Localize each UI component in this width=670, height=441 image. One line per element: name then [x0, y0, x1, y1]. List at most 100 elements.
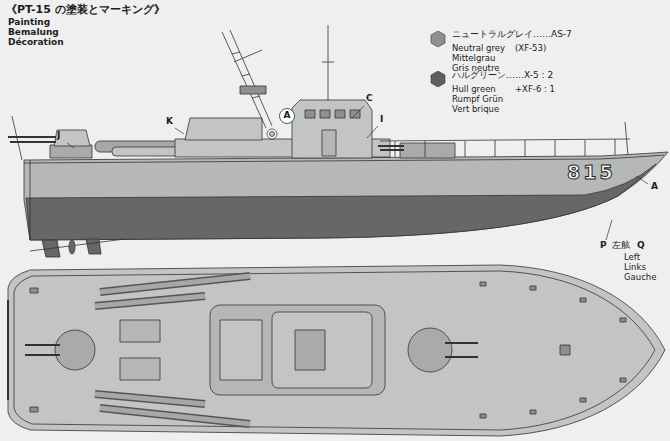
life-ring — [270, 132, 275, 137]
torpedo-tube — [95, 296, 205, 306]
swatch-hexagon — [431, 31, 445, 47]
gun-shield — [54, 130, 90, 146]
legend-text: ハルグリーン……X-5 : 2 — [452, 71, 553, 81]
hull-side — [24, 152, 668, 240]
color-name: Vert brique — [452, 105, 499, 114]
deck-fitting — [480, 282, 486, 286]
rail-post — [615, 139, 616, 155]
side-label: 左舷 — [612, 241, 630, 251]
color-name: Mittelgrau — [452, 54, 495, 63]
rail-post — [465, 141, 466, 157]
torpedo-tube — [95, 296, 205, 306]
leader-line — [67, 143, 74, 148]
torpedo-tube — [95, 394, 205, 404]
color-code: +XF-6 : 1 — [515, 85, 555, 94]
side-view — [8, 25, 668, 257]
deck-fitting — [580, 298, 586, 302]
charthouse — [185, 118, 262, 140]
gun-barrel — [380, 149, 404, 151]
gun-barrel — [8, 136, 56, 138]
hatch — [120, 320, 160, 342]
rail-post — [395, 141, 396, 157]
cabin — [210, 305, 385, 395]
deck-fitting — [620, 318, 626, 322]
torpedo-tube — [100, 408, 250, 424]
callout-letter: J — [57, 131, 60, 141]
deck-fitting — [30, 407, 38, 412]
gun-mount — [408, 328, 452, 372]
rail-post — [585, 140, 586, 156]
transom — [7, 300, 9, 400]
hull-number: 815 — [567, 162, 616, 183]
leader-line — [352, 106, 364, 118]
callout-letter: A — [651, 182, 658, 192]
leader-line — [367, 126, 378, 138]
subtitle: Painting — [8, 18, 50, 28]
torpedo-tube — [100, 408, 250, 424]
rail-post — [425, 141, 426, 157]
side-label: Links — [624, 263, 646, 272]
legend-text: ニュートラルグレイ……AS-7 — [452, 30, 572, 40]
cabin-part — [272, 312, 372, 388]
door — [322, 130, 336, 156]
gun-mount — [55, 330, 95, 370]
gun-barrel — [378, 145, 404, 147]
deck-outline — [8, 265, 665, 436]
gun-barrel — [25, 354, 60, 356]
deck-fitting — [30, 282, 626, 418]
leader-line — [606, 220, 612, 240]
leader-line — [636, 176, 648, 184]
callout-letter: K — [166, 117, 173, 127]
deck-edge — [14, 271, 655, 430]
torpedo-tube — [95, 276, 250, 424]
deck-fitting — [480, 414, 486, 418]
subtitle: Décoration — [8, 38, 64, 48]
rail-post — [555, 140, 556, 156]
color-code: (XF-53) — [515, 44, 546, 53]
gun-base — [50, 145, 92, 158]
subtitle: Bemalung — [8, 28, 59, 38]
jackstaff — [625, 122, 628, 155]
deck-fitting — [620, 378, 626, 382]
rail-post — [395, 139, 615, 157]
callout-letter: C — [366, 94, 373, 104]
mast — [230, 30, 272, 126]
life-ring — [267, 129, 277, 139]
mast-rung — [242, 74, 250, 76]
hull-lower — [26, 164, 656, 240]
top-view — [8, 265, 665, 436]
gun-barrel — [445, 356, 478, 358]
callout-letter: I — [380, 115, 383, 125]
gun-barrel — [25, 344, 60, 346]
side-label: Q — [637, 241, 645, 251]
window — [320, 110, 330, 118]
deck-fitting — [530, 286, 536, 290]
transom — [30, 160, 31, 240]
deck-fitting — [560, 345, 570, 355]
gun-barrel — [445, 342, 478, 344]
side-label: Gauche — [624, 273, 656, 282]
rail-post — [495, 140, 496, 157]
deck-fitting — [30, 288, 38, 293]
torpedo-tube — [100, 276, 250, 292]
hatch — [120, 358, 160, 380]
antenna — [328, 25, 329, 100]
mast-rung — [232, 52, 240, 54]
side-label: Left — [624, 253, 640, 262]
color-name: Rumpf Grün — [452, 95, 503, 104]
leader-line — [175, 128, 184, 134]
gun-barrel — [10, 141, 56, 143]
color-name: Hull green — [452, 85, 496, 94]
bridge — [292, 100, 372, 158]
rail — [380, 139, 630, 141]
gun-base — [400, 143, 455, 158]
deck-fitting — [580, 398, 586, 402]
antenna-bar — [322, 62, 334, 63]
torpedo-tube — [95, 394, 205, 404]
shaft — [30, 239, 125, 251]
window — [335, 110, 345, 118]
propeller — [69, 240, 75, 254]
decal-circle — [280, 109, 295, 124]
